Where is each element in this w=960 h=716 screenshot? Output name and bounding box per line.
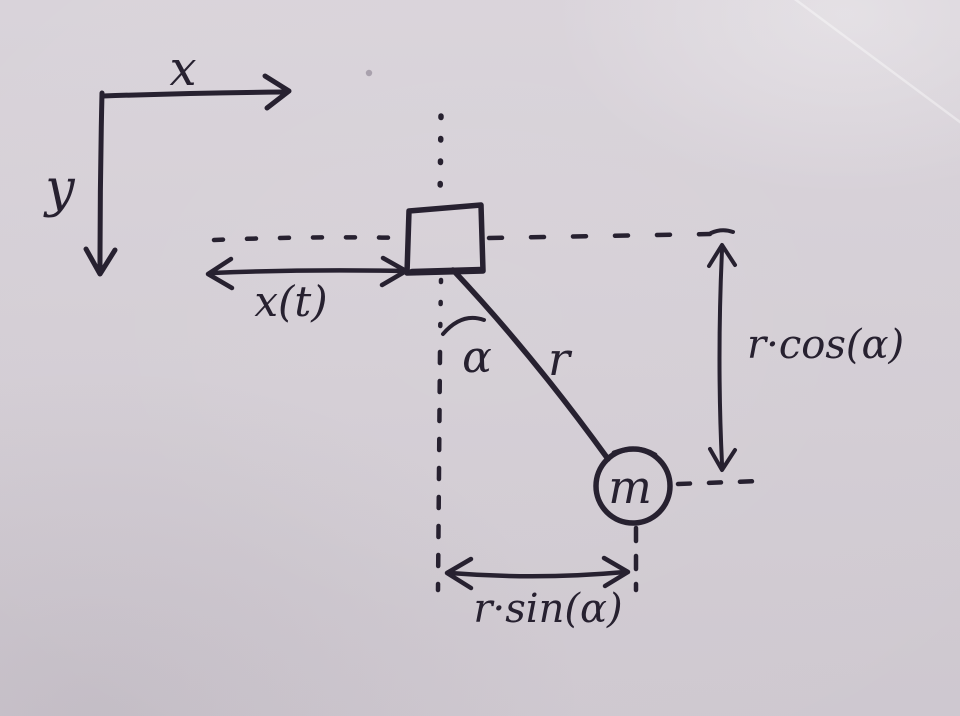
- vertical-projection-measure: r·cos(α): [707, 243, 904, 472]
- paper-crease: [793, 0, 960, 124]
- vertical-dashes-below-block: [435, 349, 443, 593]
- cart-block-bottom-edge: [408, 266, 485, 276]
- horizontal-projection-label: r·sin(α): [473, 586, 622, 632]
- horizontal-measure-line: [447, 569, 628, 579]
- x-axis-label: x: [169, 41, 196, 97]
- horizontal-measure-arrowhead-left-icon: [444, 556, 474, 591]
- angle-arc: [441, 315, 486, 336]
- displacement-line: [209, 268, 406, 276]
- rod-length-label: r: [548, 332, 573, 386]
- y-axis-label: y: [43, 159, 75, 219]
- displacement-measure: x(t): [205, 255, 409, 326]
- mass-datum-dashes: [675, 478, 763, 487]
- y-axis-arrowhead-icon: [83, 246, 118, 277]
- x-axis-line: [100, 89, 286, 99]
- angle-label: α: [462, 332, 492, 383]
- vertical-measure-arrowhead-up-icon: [707, 243, 737, 268]
- coordinate-axes: x y: [43, 41, 292, 277]
- vertical-dots-above-block: [437, 113, 444, 207]
- vertical-dots-below-block: [437, 277, 444, 348]
- mass-label: m: [608, 460, 652, 514]
- datum-dash-end: [709, 228, 735, 235]
- vertical-measure-line: [717, 248, 724, 466]
- paper-speck: [365, 69, 373, 77]
- x-axis-arrowhead-icon: [262, 73, 292, 111]
- horizontal-datum-line: [211, 228, 735, 243]
- cart-block: [404, 202, 486, 276]
- cart-block-body: [404, 202, 486, 276]
- horizontal-measure-arrowhead-right-icon: [601, 555, 631, 589]
- mass-circle-bump: [611, 446, 658, 458]
- displacement-arrowhead-left-icon: [205, 256, 235, 291]
- datum-dashes-right: [486, 231, 713, 241]
- y-axis-line: [97, 90, 105, 271]
- vertical-reference-line: [435, 113, 444, 593]
- pendulum-mass: m: [593, 446, 673, 526]
- datum-dashes-left: [211, 235, 409, 243]
- vertical-measure-arrowhead-down-icon: [708, 447, 737, 472]
- displacement-label: x(t): [254, 277, 327, 326]
- displacement-arrowhead-right-icon: [379, 255, 409, 288]
- horizontal-projection-measure: r·sin(α): [444, 525, 639, 632]
- vertical-projection-label: r·cos(α): [747, 322, 904, 368]
- pendulum-rod: [450, 267, 611, 462]
